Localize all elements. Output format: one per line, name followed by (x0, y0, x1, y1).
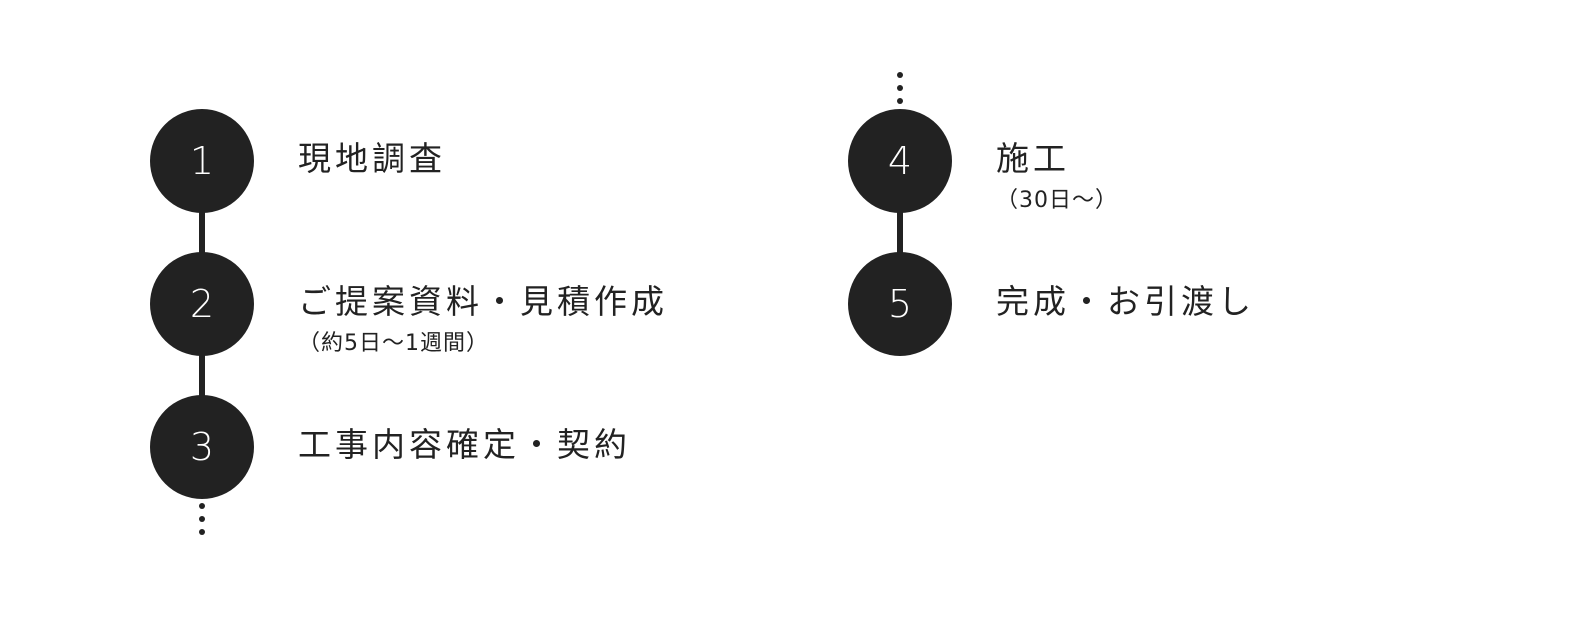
step-1: 1 現地調査 (150, 109, 790, 213)
connector-line-2-3 (199, 343, 205, 407)
step-number-circle: 1 (150, 109, 254, 213)
dot (199, 503, 205, 509)
continuation-dots-icon (198, 503, 206, 535)
dot (199, 516, 205, 522)
step-text: 完成・お引渡し (996, 280, 1255, 324)
dot (897, 98, 903, 104)
step-5: 5 完成・お引渡し (848, 252, 1488, 356)
step-title: 現地調査 (298, 139, 446, 178)
step-note: （30日～） (996, 188, 1118, 213)
step-number-circle: 5 (848, 252, 952, 356)
step-title: 完成・お引渡し (996, 282, 1255, 321)
continuation-dots-icon (896, 72, 904, 104)
step-number-circle: 4 (848, 109, 952, 213)
flow-column-left: 1 現地調査 2 ご提案資料・見積作成 （約5日～1週間） 3 工事内容確定・契… (150, 0, 790, 624)
step-number-circle: 2 (150, 252, 254, 356)
step-note: （約5日～1週間） (298, 331, 489, 356)
step-text: 施工 （30日～） (996, 137, 1118, 215)
step-text: ご提案資料・見積作成 （約5日～1週間） (298, 280, 668, 358)
dot (897, 72, 903, 78)
dot (199, 529, 205, 535)
step-3: 3 工事内容確定・契約 (150, 395, 790, 499)
step-text: 工事内容確定・契約 (298, 423, 631, 467)
connector-line-4-5 (897, 200, 903, 264)
connector-line-1-2 (199, 200, 205, 264)
step-2: 2 ご提案資料・見積作成 （約5日～1週間） (150, 252, 790, 356)
step-title: 工事内容確定・契約 (298, 425, 631, 464)
step-text: 現地調査 (298, 137, 446, 181)
step-4: 4 施工 （30日～） (848, 109, 1488, 213)
flow-column-right: 4 施工 （30日～） 5 完成・お引渡し (848, 0, 1488, 624)
step-number-circle: 3 (150, 395, 254, 499)
dot (897, 85, 903, 91)
step-title: ご提案資料・見積作成 (298, 282, 668, 321)
step-title: 施工 (996, 139, 1070, 178)
